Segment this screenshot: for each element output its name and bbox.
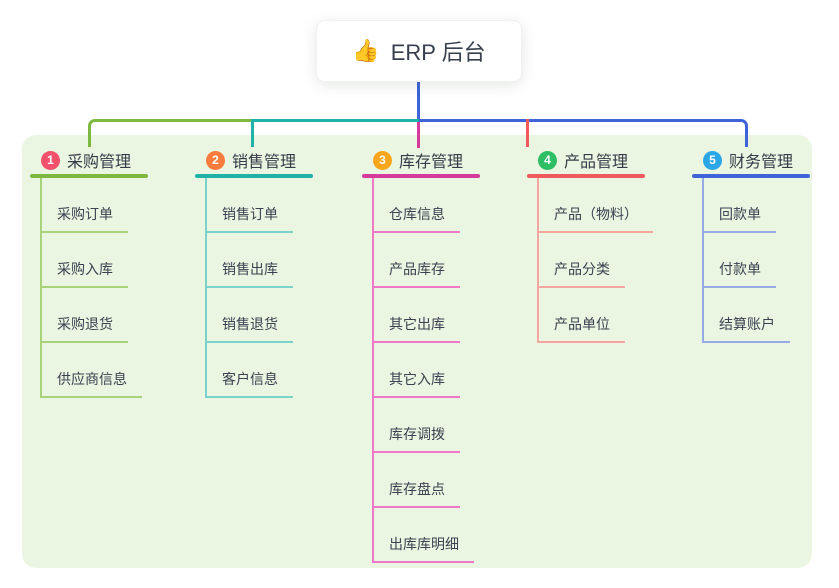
branch-underline: [692, 174, 810, 178]
branch-spine-line: [537, 178, 539, 341]
child-node[interactable]: 产品分类: [527, 233, 645, 288]
branch-label: 销售管理: [232, 154, 297, 171]
connector-product-drop: [526, 119, 529, 147]
branch-underline: [30, 174, 148, 178]
branch-underline: [362, 174, 480, 178]
child-label: 销售订单: [205, 204, 293, 233]
branch-label: 产品管理: [564, 154, 629, 171]
branch-number-badge: 1: [41, 150, 60, 170]
branch-underline: [527, 174, 645, 178]
branch-node[interactable]: 3 库存管理: [362, 149, 480, 171]
child-label: 出库库明细: [372, 534, 474, 563]
child-node[interactable]: 其它出库: [362, 288, 480, 343]
connector-finance-line: [419, 119, 748, 147]
branch-node[interactable]: 1 采购管理: [30, 149, 148, 171]
branch-number-badge: 3: [373, 150, 392, 170]
child-label: 其它出库: [372, 314, 460, 343]
child-node[interactable]: 采购入库: [30, 233, 148, 288]
branch-node[interactable]: 4 产品管理: [527, 149, 645, 171]
child-node[interactable]: 供应商信息: [30, 343, 148, 398]
connector-sales-line: [254, 119, 419, 122]
branch-product-management: 4 产品管理 产品（物料） 产品分类 产品单位: [527, 149, 653, 343]
connector-sales-drop: [251, 119, 254, 147]
child-node[interactable]: 产品（物料）: [527, 178, 653, 233]
child-node[interactable]: 销售订单: [195, 178, 313, 233]
child-node[interactable]: 库存调拨: [362, 398, 480, 453]
branch-label: 财务管理: [729, 154, 794, 171]
child-label: 库存盘点: [372, 479, 460, 508]
connector-purchase-line: [88, 119, 254, 147]
child-label: 产品库存: [372, 259, 460, 288]
branch-underline: [195, 174, 313, 178]
child-node[interactable]: 客户信息: [195, 343, 313, 398]
child-label: 销售出库: [205, 259, 293, 288]
child-node[interactable]: 付款单: [692, 233, 810, 288]
child-label: 结算账户: [702, 314, 790, 343]
child-node[interactable]: 仓库信息: [362, 178, 480, 233]
branch-sales-management: 2 销售管理 销售订单 销售出库 销售退货 客户信息: [195, 149, 313, 398]
child-label: 库存调拨: [372, 424, 460, 453]
child-label: 采购订单: [40, 204, 128, 233]
branch-number-badge: 2: [206, 150, 225, 170]
root-node-label: ERP 后台: [390, 40, 486, 65]
child-node[interactable]: 出库库明细: [362, 508, 480, 563]
child-label: 仓库信息: [372, 204, 460, 233]
branch-node[interactable]: 2 销售管理: [195, 149, 313, 171]
thumbs-up-icon: 👍: [352, 38, 380, 63]
branch-label: 采购管理: [67, 154, 132, 171]
child-node[interactable]: 采购订单: [30, 178, 148, 233]
branch-label: 库存管理: [399, 154, 464, 171]
child-node[interactable]: 回款单: [692, 178, 810, 233]
branch-node[interactable]: 5 财务管理: [692, 149, 810, 171]
branch-number-badge: 4: [538, 150, 557, 170]
branch-finance-management: 5 财务管理 回款单 付款单 结算账户: [692, 149, 810, 343]
branch-spine-line: [372, 178, 374, 561]
child-label: 产品（物料）: [537, 204, 653, 233]
child-label: 产品单位: [537, 314, 625, 343]
child-label: 供应商信息: [40, 369, 142, 398]
child-node[interactable]: 库存盘点: [362, 453, 480, 508]
child-node[interactable]: 销售出库: [195, 233, 313, 288]
branch-spine-line: [205, 178, 207, 396]
child-label: 客户信息: [205, 369, 293, 398]
child-label: 采购退货: [40, 314, 128, 343]
root-node-erp[interactable]: 👍 ERP 后台: [316, 20, 522, 82]
branch-purchase-management: 1 采购管理 采购订单 采购入库 采购退货 供应商信息: [30, 149, 148, 398]
child-label: 产品分类: [537, 259, 625, 288]
branch-spine-line: [702, 178, 704, 341]
child-node[interactable]: 销售退货: [195, 288, 313, 343]
connector-inventory-drop: [417, 122, 420, 148]
branch-number-badge: 5: [703, 150, 722, 170]
child-label: 付款单: [702, 259, 776, 288]
root-connector-line: [417, 81, 420, 122]
child-node[interactable]: 采购退货: [30, 288, 148, 343]
child-label: 采购入库: [40, 259, 128, 288]
child-node[interactable]: 结算账户: [692, 288, 810, 343]
child-label: 回款单: [702, 204, 776, 233]
branch-spine-line: [40, 178, 42, 396]
child-label: 销售退货: [205, 314, 293, 343]
child-node[interactable]: 产品库存: [362, 233, 480, 288]
mindmap-canvas: [22, 135, 812, 568]
branch-inventory-management: 3 库存管理 仓库信息 产品库存 其它出库 其它入库 库存调拨 库存盘点 出库库…: [362, 149, 480, 563]
child-node[interactable]: 产品单位: [527, 288, 645, 343]
child-node[interactable]: 其它入库: [362, 343, 480, 398]
child-label: 其它入库: [372, 369, 460, 398]
